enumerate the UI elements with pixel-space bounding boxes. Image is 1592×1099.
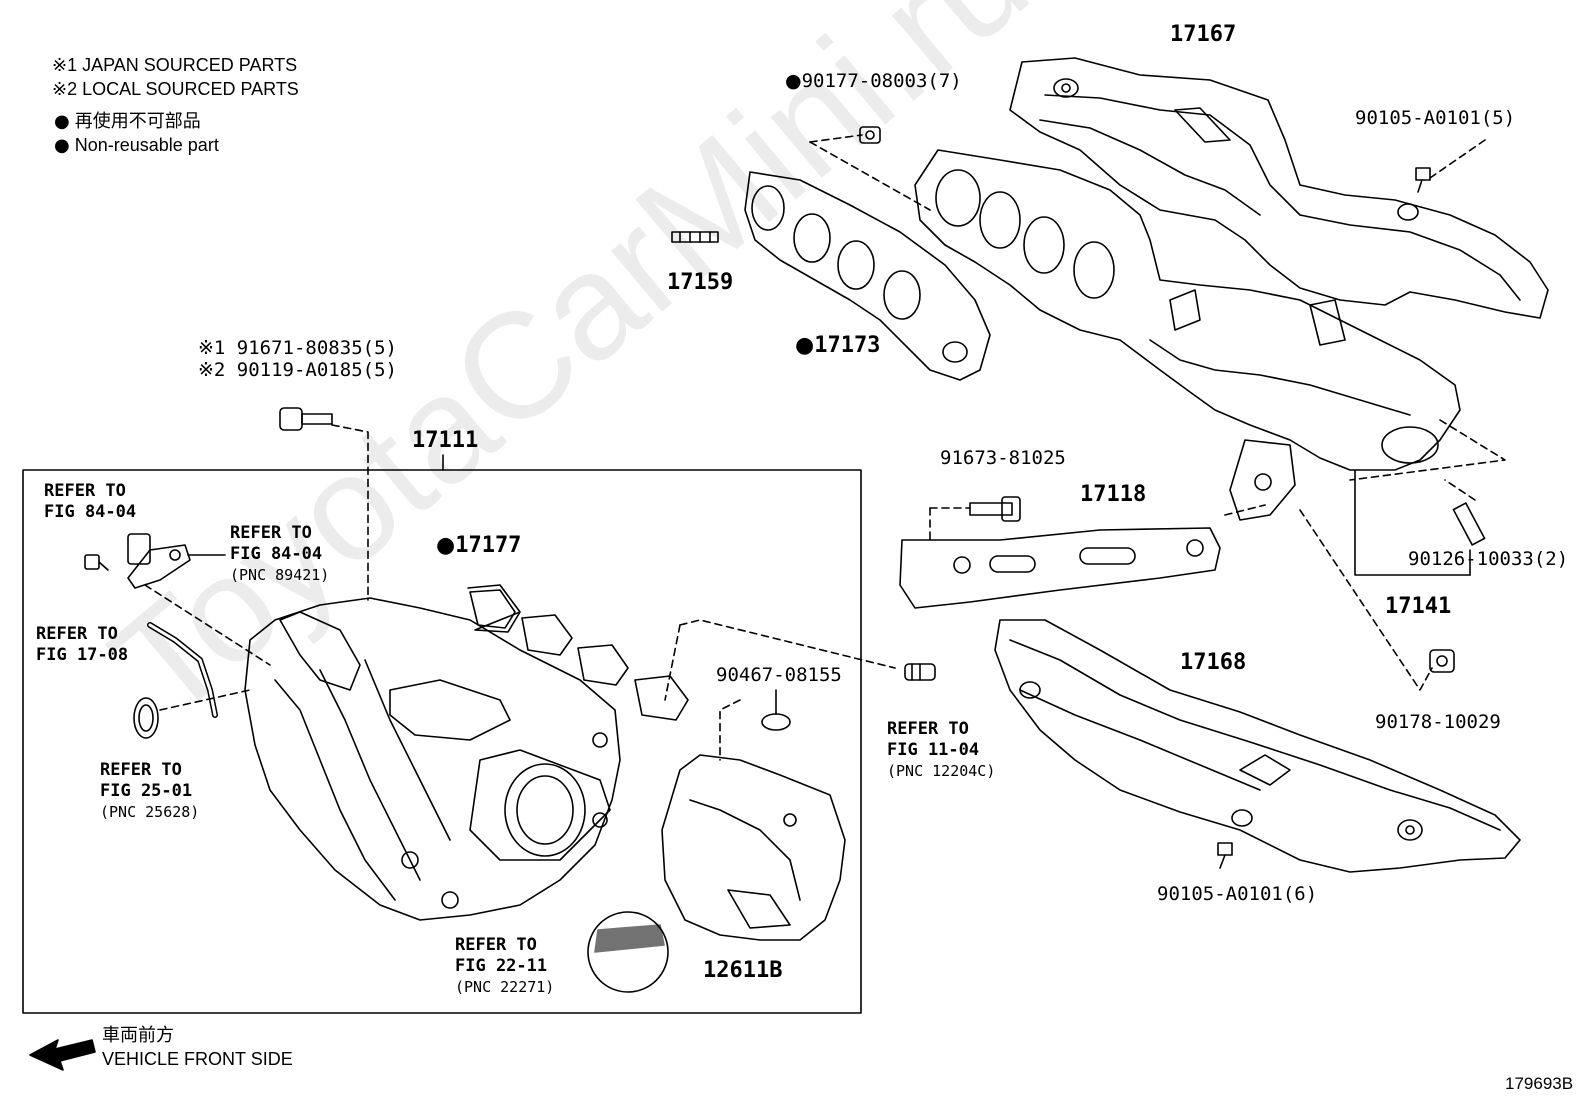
refer-fig-25-01[interactable]: REFER TO FIG 25-01 (PNC 25628) — [100, 760, 199, 823]
bolt-91673 — [969, 496, 1021, 522]
stud-17159 — [671, 231, 719, 243]
part-17168[interactable]: 17168 — [1180, 650, 1247, 675]
part-17141[interactable]: 17141 — [1385, 594, 1452, 619]
refer-line: REFER TO — [887, 719, 969, 739]
front-arrow — [29, 1039, 96, 1071]
refer-line: REFER TO — [100, 760, 182, 780]
clamp-25628 — [133, 697, 159, 739]
part-17159[interactable]: 17159 — [667, 270, 734, 295]
nonreusable-dot-icon: ● — [785, 70, 802, 92]
figure-id: 179693B — [1505, 1074, 1574, 1093]
refer-fig: FIG 22-11 — [455, 956, 548, 976]
legend-nonreuse-jp-text: 再使用不可部品 — [74, 111, 201, 131]
refer-line: REFER TO — [230, 523, 312, 543]
nut-90178 — [1429, 649, 1455, 673]
part-90126[interactable]: 90126-10033(2) — [1408, 548, 1569, 570]
intake-manifold — [244, 597, 621, 921]
plug-90467 — [761, 689, 791, 731]
part-17173[interactable]: ●17173 — [795, 335, 880, 357]
legend-japan: ※1 JAPAN SOURCED PARTS — [52, 55, 298, 75]
bolt-91671 — [279, 407, 333, 431]
nonreusable-dot-icon: ● — [795, 333, 815, 358]
stud-90126 — [1452, 502, 1486, 546]
bullet-icon: ● — [54, 135, 70, 156]
legend-nonreuse-en-text: Non-reusable part — [74, 135, 219, 155]
sensor-89421 — [127, 533, 191, 589]
refer-fig: FIG 25-01 — [100, 781, 193, 801]
refer-line: REFER TO — [455, 935, 537, 955]
part-90177[interactable]: ●90177-08003(7) — [785, 70, 962, 92]
refer-pnc: (PNC 89421) — [230, 566, 330, 584]
bolt-90105-lower — [1217, 842, 1233, 869]
refer-fig: FIG 17-08 — [36, 645, 129, 665]
part-90177-text: 90177-08003(7) — [801, 70, 962, 92]
refer-pnc: (PNC 22271) — [455, 978, 555, 996]
nonreusable-dot-icon: ● — [436, 533, 456, 558]
refer-pnc: (PNC 12204C) — [887, 762, 996, 780]
bullet-icon: ● — [54, 111, 70, 132]
bolt-90105-top — [1415, 167, 1431, 193]
part-90178[interactable]: 90178-10029 — [1375, 711, 1501, 733]
refer-fig-22-11[interactable]: REFER TO FIG 22-11 (PNC 22271) — [455, 935, 554, 998]
intake-gasket — [467, 584, 689, 721]
part-91671[interactable]: ※1 91671-80835(5) — [198, 337, 397, 359]
refer-fig-84-04-bolt[interactable]: REFER TO FIG 84-04 — [44, 481, 136, 523]
legend-nonreuse-jp: ● 再使用不可部品 — [54, 110, 201, 133]
hose — [147, 622, 218, 718]
refer-fig: FIG 84-04 — [44, 502, 137, 522]
bolt-sensor — [84, 554, 109, 571]
part-90105-lower[interactable]: 90105-A0101(6) — [1157, 883, 1318, 905]
refer-line: REFER TO — [36, 624, 118, 644]
refer-line: REFER TO — [44, 481, 126, 501]
exhaust-gasket — [744, 171, 991, 381]
direction-en: VEHICLE FRONT SIDE — [102, 1049, 293, 1069]
part-17177[interactable]: ●17177 — [436, 535, 521, 557]
refer-fig-17-08[interactable]: REFER TO FIG 17-08 — [36, 624, 128, 666]
refer-fig: FIG 11-04 — [887, 740, 980, 760]
refer-pnc: (PNC 25628) — [100, 803, 200, 821]
refer-fig-84-04-sensor[interactable]: REFER TO FIG 84-04 (PNC 89421) — [230, 523, 329, 586]
heat-insulator-lower — [994, 619, 1521, 873]
refer-fig-11-04[interactable]: REFER TO FIG 11-04 (PNC 12204C) — [887, 719, 995, 782]
legend-local: ※2 LOCAL SOURCED PARTS — [52, 79, 299, 99]
part-17111[interactable]: 17111 — [412, 428, 479, 453]
filter-22271 — [587, 911, 669, 993]
part-17177-text: 17177 — [455, 533, 522, 558]
manifold-stay — [899, 527, 1221, 609]
part-17173-text: 17173 — [814, 333, 881, 358]
refer-fig: FIG 84-04 — [230, 544, 323, 564]
direction-jp: 車両前方 — [102, 1025, 174, 1045]
nut-90177 — [859, 126, 881, 144]
engine-cover-12611b — [661, 754, 846, 941]
part-90467[interactable]: 90467-08155 — [716, 664, 842, 686]
exhaust-manifold — [914, 149, 1461, 521]
part-12611b[interactable]: 12611B — [703, 958, 783, 983]
part-17118[interactable]: 17118 — [1080, 482, 1147, 507]
part-17167[interactable]: 17167 — [1170, 22, 1237, 47]
part-90105-top[interactable]: 90105-A0101(5) — [1355, 107, 1516, 129]
part-91673[interactable]: 91673-81025 — [940, 447, 1066, 469]
heat-insulator-upper — [1009, 57, 1549, 319]
valve-12204c — [904, 663, 936, 681]
legend-nonreuse-en: ● Non-reusable part — [54, 134, 219, 157]
part-90119[interactable]: ※2 90119-A0185(5) — [198, 359, 397, 381]
